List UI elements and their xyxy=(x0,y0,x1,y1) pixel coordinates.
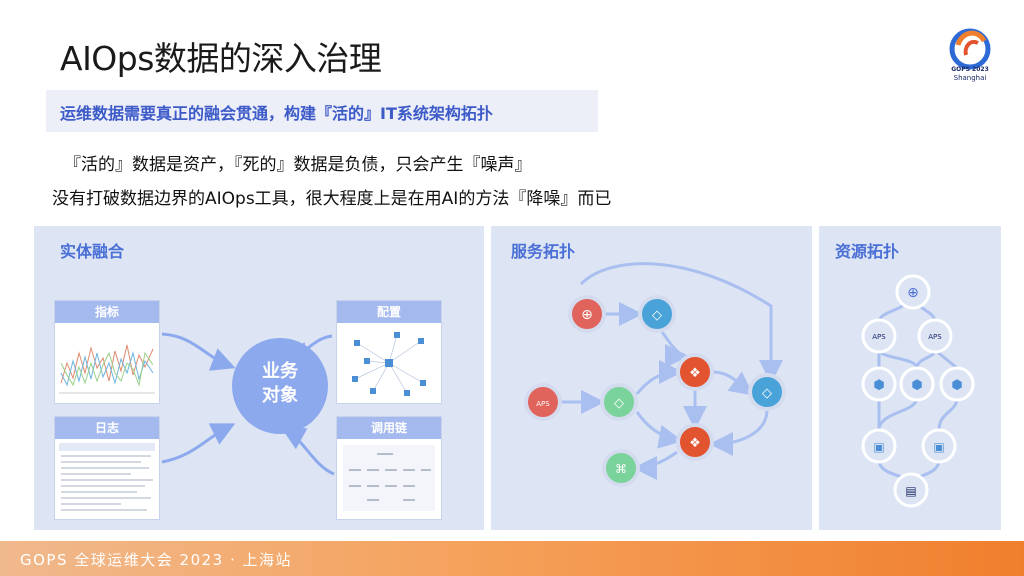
svg-text:APS: APS xyxy=(872,333,886,341)
service-topology-graph: ⊕ ◇ APS ◇ ❖ ◇ ❖ ⌘ xyxy=(524,262,786,487)
trace-card-title: 调用链 xyxy=(337,417,441,439)
resource-topology-panel: 资源拓扑 ⊕ APS APS ⬢ ⬢ ⬢ ▣ ▣ ▤ xyxy=(819,226,1001,530)
resource-topology-graph: ⊕ APS APS ⬢ ⬢ ⬢ ▣ ▣ ▤ xyxy=(861,274,975,508)
node-cluster-2 xyxy=(676,423,714,461)
res-node-aps-1 xyxy=(861,318,897,354)
svg-text:⊕: ⊕ xyxy=(907,285,919,301)
svg-text:◇: ◇ xyxy=(652,308,662,323)
svg-text:⬢: ⬢ xyxy=(951,378,962,393)
svg-text:▣: ▣ xyxy=(873,440,884,454)
node-cube-green xyxy=(600,383,638,421)
subtitle-banner: 运维数据需要真正的融会贯通，构建『活的』IT系统架构拓扑 xyxy=(46,90,598,132)
gops-logo xyxy=(949,28,991,70)
entity-fusion-panel: 实体融合 指标 配置 xyxy=(34,226,484,530)
res-node-hex-3 xyxy=(939,366,975,402)
statement-line-1: 『活的』数据是资产，『死的』数据是负债，只会产生『噪声』 xyxy=(64,155,532,175)
svg-text:◇: ◇ xyxy=(614,396,624,411)
node-globe xyxy=(568,295,606,333)
config-card[interactable]: 配置 xyxy=(336,300,442,404)
svg-text:⊕: ⊕ xyxy=(581,307,593,323)
business-object-node: 业务 对象 xyxy=(232,338,328,434)
resource-topology-title: 资源拓扑 xyxy=(835,242,900,261)
svg-text:❖: ❖ xyxy=(689,366,701,381)
trace-thumbnail xyxy=(343,445,435,511)
business-object-label-2: 对象 xyxy=(262,385,298,406)
footer-text: GOPS 全球运维大会 2023 · 上海站 xyxy=(20,551,293,569)
node-cube-right xyxy=(748,373,786,411)
footer-bar: GOPS 全球运维大会 2023 · 上海站 xyxy=(0,541,1024,576)
service-topology-panel: 服务拓扑 ⊕ ◇ APS ◇ xyxy=(491,226,812,530)
svg-text:APS: APS xyxy=(928,333,942,341)
res-node-hex-2 xyxy=(899,366,935,402)
trace-card[interactable]: 调用链 xyxy=(336,416,442,520)
node-cube-top xyxy=(638,295,676,333)
node-map xyxy=(602,449,640,487)
config-card-title: 配置 xyxy=(337,301,441,323)
node-aps xyxy=(524,383,562,421)
entity-fusion-title: 实体融合 xyxy=(60,242,125,261)
entity-connectors xyxy=(161,332,335,476)
svg-text:▣: ▣ xyxy=(933,440,944,454)
svg-text:⌘: ⌘ xyxy=(615,462,627,476)
svg-text:⬢: ⬢ xyxy=(873,378,884,393)
res-node-hex-1 xyxy=(861,366,897,402)
svg-text:◇: ◇ xyxy=(762,386,772,401)
logs-card[interactable]: 日志 xyxy=(54,416,160,520)
node-cluster-1 xyxy=(676,353,714,391)
svg-text:▤: ▤ xyxy=(905,484,916,498)
svg-text:⬢: ⬢ xyxy=(911,378,922,393)
logs-card-title: 日志 xyxy=(55,417,159,439)
svg-text:APS: APS xyxy=(536,400,550,408)
logs-thumbnail xyxy=(59,443,155,511)
res-node-globe xyxy=(895,274,931,310)
res-node-aps-2 xyxy=(917,318,953,354)
service-nodes: ⊕ ◇ APS ◇ ❖ ◇ ❖ ⌘ xyxy=(524,295,786,487)
logo-city: Shanghai xyxy=(953,74,987,82)
res-node-server-2 xyxy=(921,428,957,464)
banner-text: 运维数据需要真正的融会贯通，构建『活的』IT系统架构拓扑 xyxy=(60,104,493,123)
metrics-thumbnail xyxy=(59,344,155,394)
business-object-label-1: 业务 xyxy=(262,361,298,382)
metrics-card[interactable]: 指标 xyxy=(54,300,160,404)
res-node-server-1 xyxy=(861,428,897,464)
statement-line-2: 没有打破数据边界的AIOps工具，很大程度上是在用AI的方法『降噪』而已 xyxy=(52,189,612,209)
service-topology-title: 服务拓扑 xyxy=(511,242,576,261)
page-title: AIOps数据的深入治理 xyxy=(60,39,382,78)
svg-text:❖: ❖ xyxy=(689,436,701,451)
config-thumbnail xyxy=(352,332,426,396)
metrics-card-title: 指标 xyxy=(55,301,159,323)
logo-year: GOPS 2023 xyxy=(951,66,989,73)
res-node-rack xyxy=(893,472,929,508)
